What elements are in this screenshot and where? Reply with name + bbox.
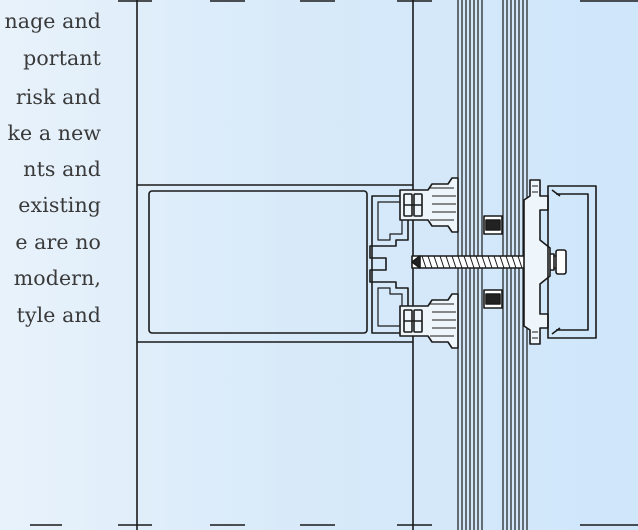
body-text-column: nage and portant risk and ke a new nts a… bbox=[0, 0, 101, 340]
text-line-4: ke a new bbox=[7, 121, 101, 145]
text-line-7: e are no bbox=[15, 230, 101, 254]
text-line-3: risk and bbox=[15, 85, 101, 109]
lower-gasket bbox=[399, 293, 459, 349]
transom-body bbox=[148, 190, 368, 334]
spacer-bars bbox=[483, 215, 503, 309]
mullion-profile bbox=[369, 195, 409, 334]
text-line-5: nts and bbox=[23, 157, 101, 181]
pressure-plate bbox=[523, 179, 551, 345]
text-line-8: modern, bbox=[13, 266, 101, 290]
text-line-6: existing bbox=[18, 193, 101, 217]
text-line-9: tyle and bbox=[16, 303, 101, 327]
text-line-1: nage and bbox=[4, 9, 101, 33]
cover-cap bbox=[547, 185, 597, 339]
upper-gasket bbox=[399, 177, 459, 233]
text-line-2: portant bbox=[23, 46, 101, 70]
